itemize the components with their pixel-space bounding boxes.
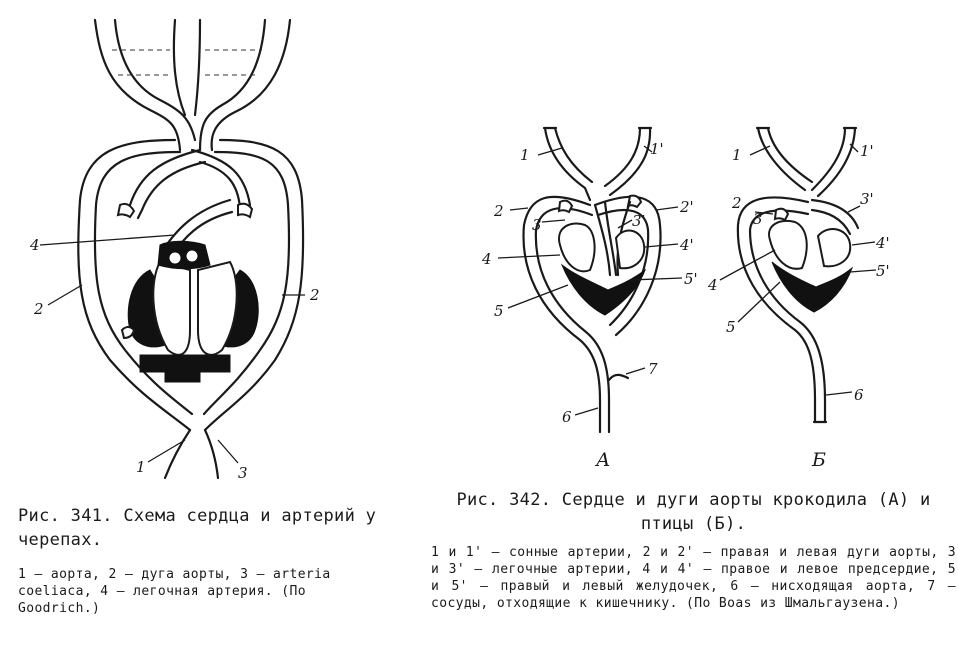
figure-342-crocodile-bird-heart: 1 1' 2 2' 3 3' 4 4' 5 5' 6 7 А	[420, 110, 958, 480]
turtle-heart-diagram: 4 2 2 1 3	[29, 18, 320, 480]
a-label-5p: 5'	[684, 270, 698, 288]
b-label-6: 6	[854, 386, 864, 404]
a-label-1p: 1'	[650, 140, 664, 158]
b-label-4: 4	[707, 276, 718, 294]
b-label-1: 1	[732, 146, 742, 164]
figure-341-caption-title: Рис. 341. Схема сердца и артерий у череп…	[18, 506, 377, 550]
panel-a-label: А	[594, 449, 610, 471]
crocodile-bird-heart-diagram: 1 1' 2 2' 3 3' 4 4' 5 5' 6 7 А	[481, 126, 890, 471]
figure-341-caption-legend: 1 — аорта, 2 — дуга аорты, 3 — arteria c…	[18, 567, 331, 616]
figure-341-turtle-heart: 4 2 2 1 3	[0, 0, 400, 480]
b-label-1p: 1'	[860, 142, 874, 160]
b-label-2: 2	[731, 194, 742, 212]
label-2-left: 2	[33, 300, 44, 318]
a-label-7: 7	[648, 360, 658, 378]
a-label-2p: 2'	[679, 198, 694, 216]
a-label-6: 6	[562, 408, 572, 426]
figure-342-caption-legend: 1 и 1' — сонные артерии, 2 и 2' — правая…	[431, 545, 956, 611]
label-1: 1	[136, 458, 146, 476]
a-label-4: 4	[481, 250, 492, 268]
label-3: 3	[238, 464, 248, 480]
b-label-5p: 5'	[876, 262, 890, 280]
neck-arteries	[93, 18, 292, 152]
panel-b-bird: 1 1' 2 3 3' 4 4' 5 5' 6 Б	[707, 126, 890, 471]
panel-a-crocodile: 1 1' 2 2' 3 3' 4 4' 5 5' 6 7 А	[481, 126, 698, 471]
label-2-right: 2	[309, 286, 320, 304]
b-label-3p: 3'	[860, 190, 874, 208]
a-label-1: 1	[520, 146, 530, 164]
panel-b-label: Б	[811, 449, 826, 471]
b-label-5: 5	[726, 318, 736, 336]
figure-342-caption-title: Рис. 342. Сердце и дуги аорты крокодила …	[456, 490, 931, 534]
a-label-5: 5	[494, 302, 504, 320]
b-label-3: 3	[753, 210, 763, 228]
a-label-3: 3	[532, 216, 542, 234]
a-label-3p: 3'	[632, 212, 646, 230]
a-label-2: 2	[493, 202, 504, 220]
aortic-arches	[77, 138, 305, 480]
a-label-4p: 4'	[679, 236, 694, 254]
label-4: 4	[29, 236, 40, 254]
b-label-4p: 4'	[875, 234, 890, 252]
turtle-heart	[120, 240, 259, 383]
